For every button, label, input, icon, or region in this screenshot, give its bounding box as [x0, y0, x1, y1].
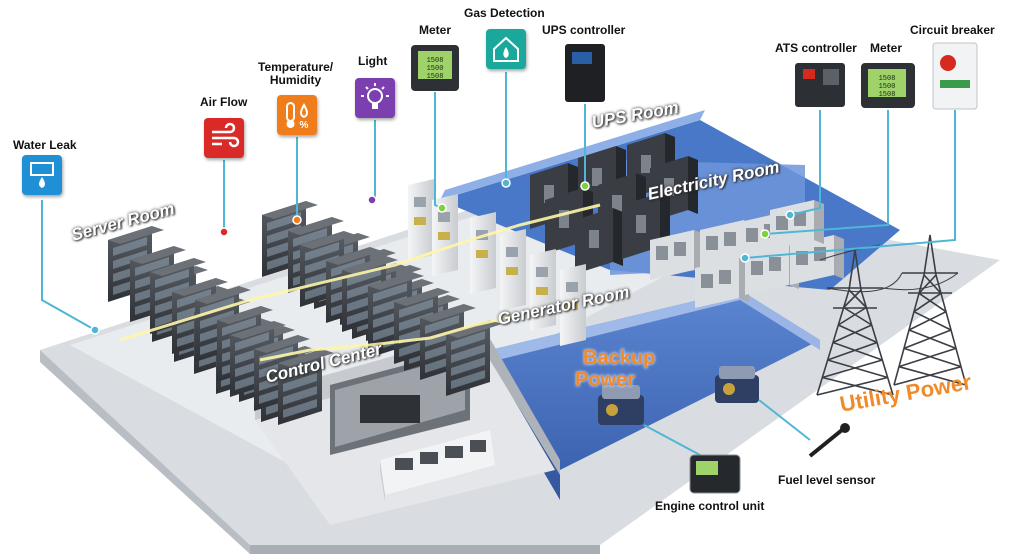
- sensor-point: [501, 178, 511, 188]
- svg-text:%: %: [300, 120, 309, 131]
- water-leak-icon: [22, 155, 62, 195]
- light-label: Light: [358, 54, 388, 68]
- electricity-panels: [650, 200, 844, 308]
- thermometer-humidity-icon: %: [277, 95, 317, 135]
- connector-line: [758, 399, 811, 441]
- transmission-towers: [816, 234, 967, 396]
- sensor-point: [785, 210, 795, 220]
- air-flow-label: Air Flow: [200, 95, 248, 109]
- sensor-point: [367, 195, 377, 205]
- fuel-level-sensor-device: [808, 423, 850, 458]
- temperature-humidity-label: Temperature/ Humidity: [258, 60, 334, 87]
- sensor-points: [90, 178, 795, 335]
- water-leak-label: Water Leak: [13, 138, 77, 152]
- connector-line: [744, 110, 956, 259]
- sensor-point: [740, 253, 750, 263]
- server-racks: [108, 201, 502, 425]
- connector-line: [434, 92, 443, 209]
- connector-line: [764, 110, 889, 235]
- switchgear-cabinets: [408, 179, 586, 346]
- engine-control-unit-label: Engine control unit: [655, 499, 765, 513]
- sensor-point: [437, 203, 447, 213]
- gas-house-icon: [486, 29, 526, 69]
- power-line-glow: [119, 203, 601, 362]
- ups-controller-device: [565, 44, 605, 102]
- meter-left-label: Meter: [419, 23, 452, 37]
- sensor-point: [90, 325, 100, 335]
- circuit-breaker-device: [932, 42, 978, 110]
- sensor-point: [292, 215, 302, 225]
- meter-right-label: Meter: [870, 41, 903, 55]
- ats-controller-device: [795, 63, 845, 107]
- connector-line: [643, 424, 701, 456]
- generator-engine-1: [598, 385, 644, 425]
- air-flow-icon: [204, 118, 244, 158]
- engine-control-unit-device: [689, 454, 741, 494]
- power-tower-icon: [893, 234, 967, 386]
- generator-engine-2: [715, 366, 759, 403]
- fuel-level-sensor-label: Fuel level sensor: [778, 473, 876, 487]
- connector-line: [789, 110, 821, 216]
- sensor-point: [219, 227, 229, 237]
- sensor-point: [580, 181, 590, 191]
- sensor-point: [760, 229, 770, 239]
- ups-cabinets: [530, 133, 698, 274]
- backup-power-label: Backup Power: [575, 347, 656, 391]
- circuit-breaker-label: Circuit breaker: [910, 23, 995, 37]
- gas-detection-label: Gas Detection: [464, 6, 545, 20]
- connector-line: [41, 200, 96, 331]
- light-bulb-icon: [355, 78, 395, 118]
- sensor-connector-lines: [41, 72, 956, 456]
- ats-controller-label: ATS controller: [775, 41, 857, 55]
- ups-controller-label: UPS controller: [542, 23, 626, 37]
